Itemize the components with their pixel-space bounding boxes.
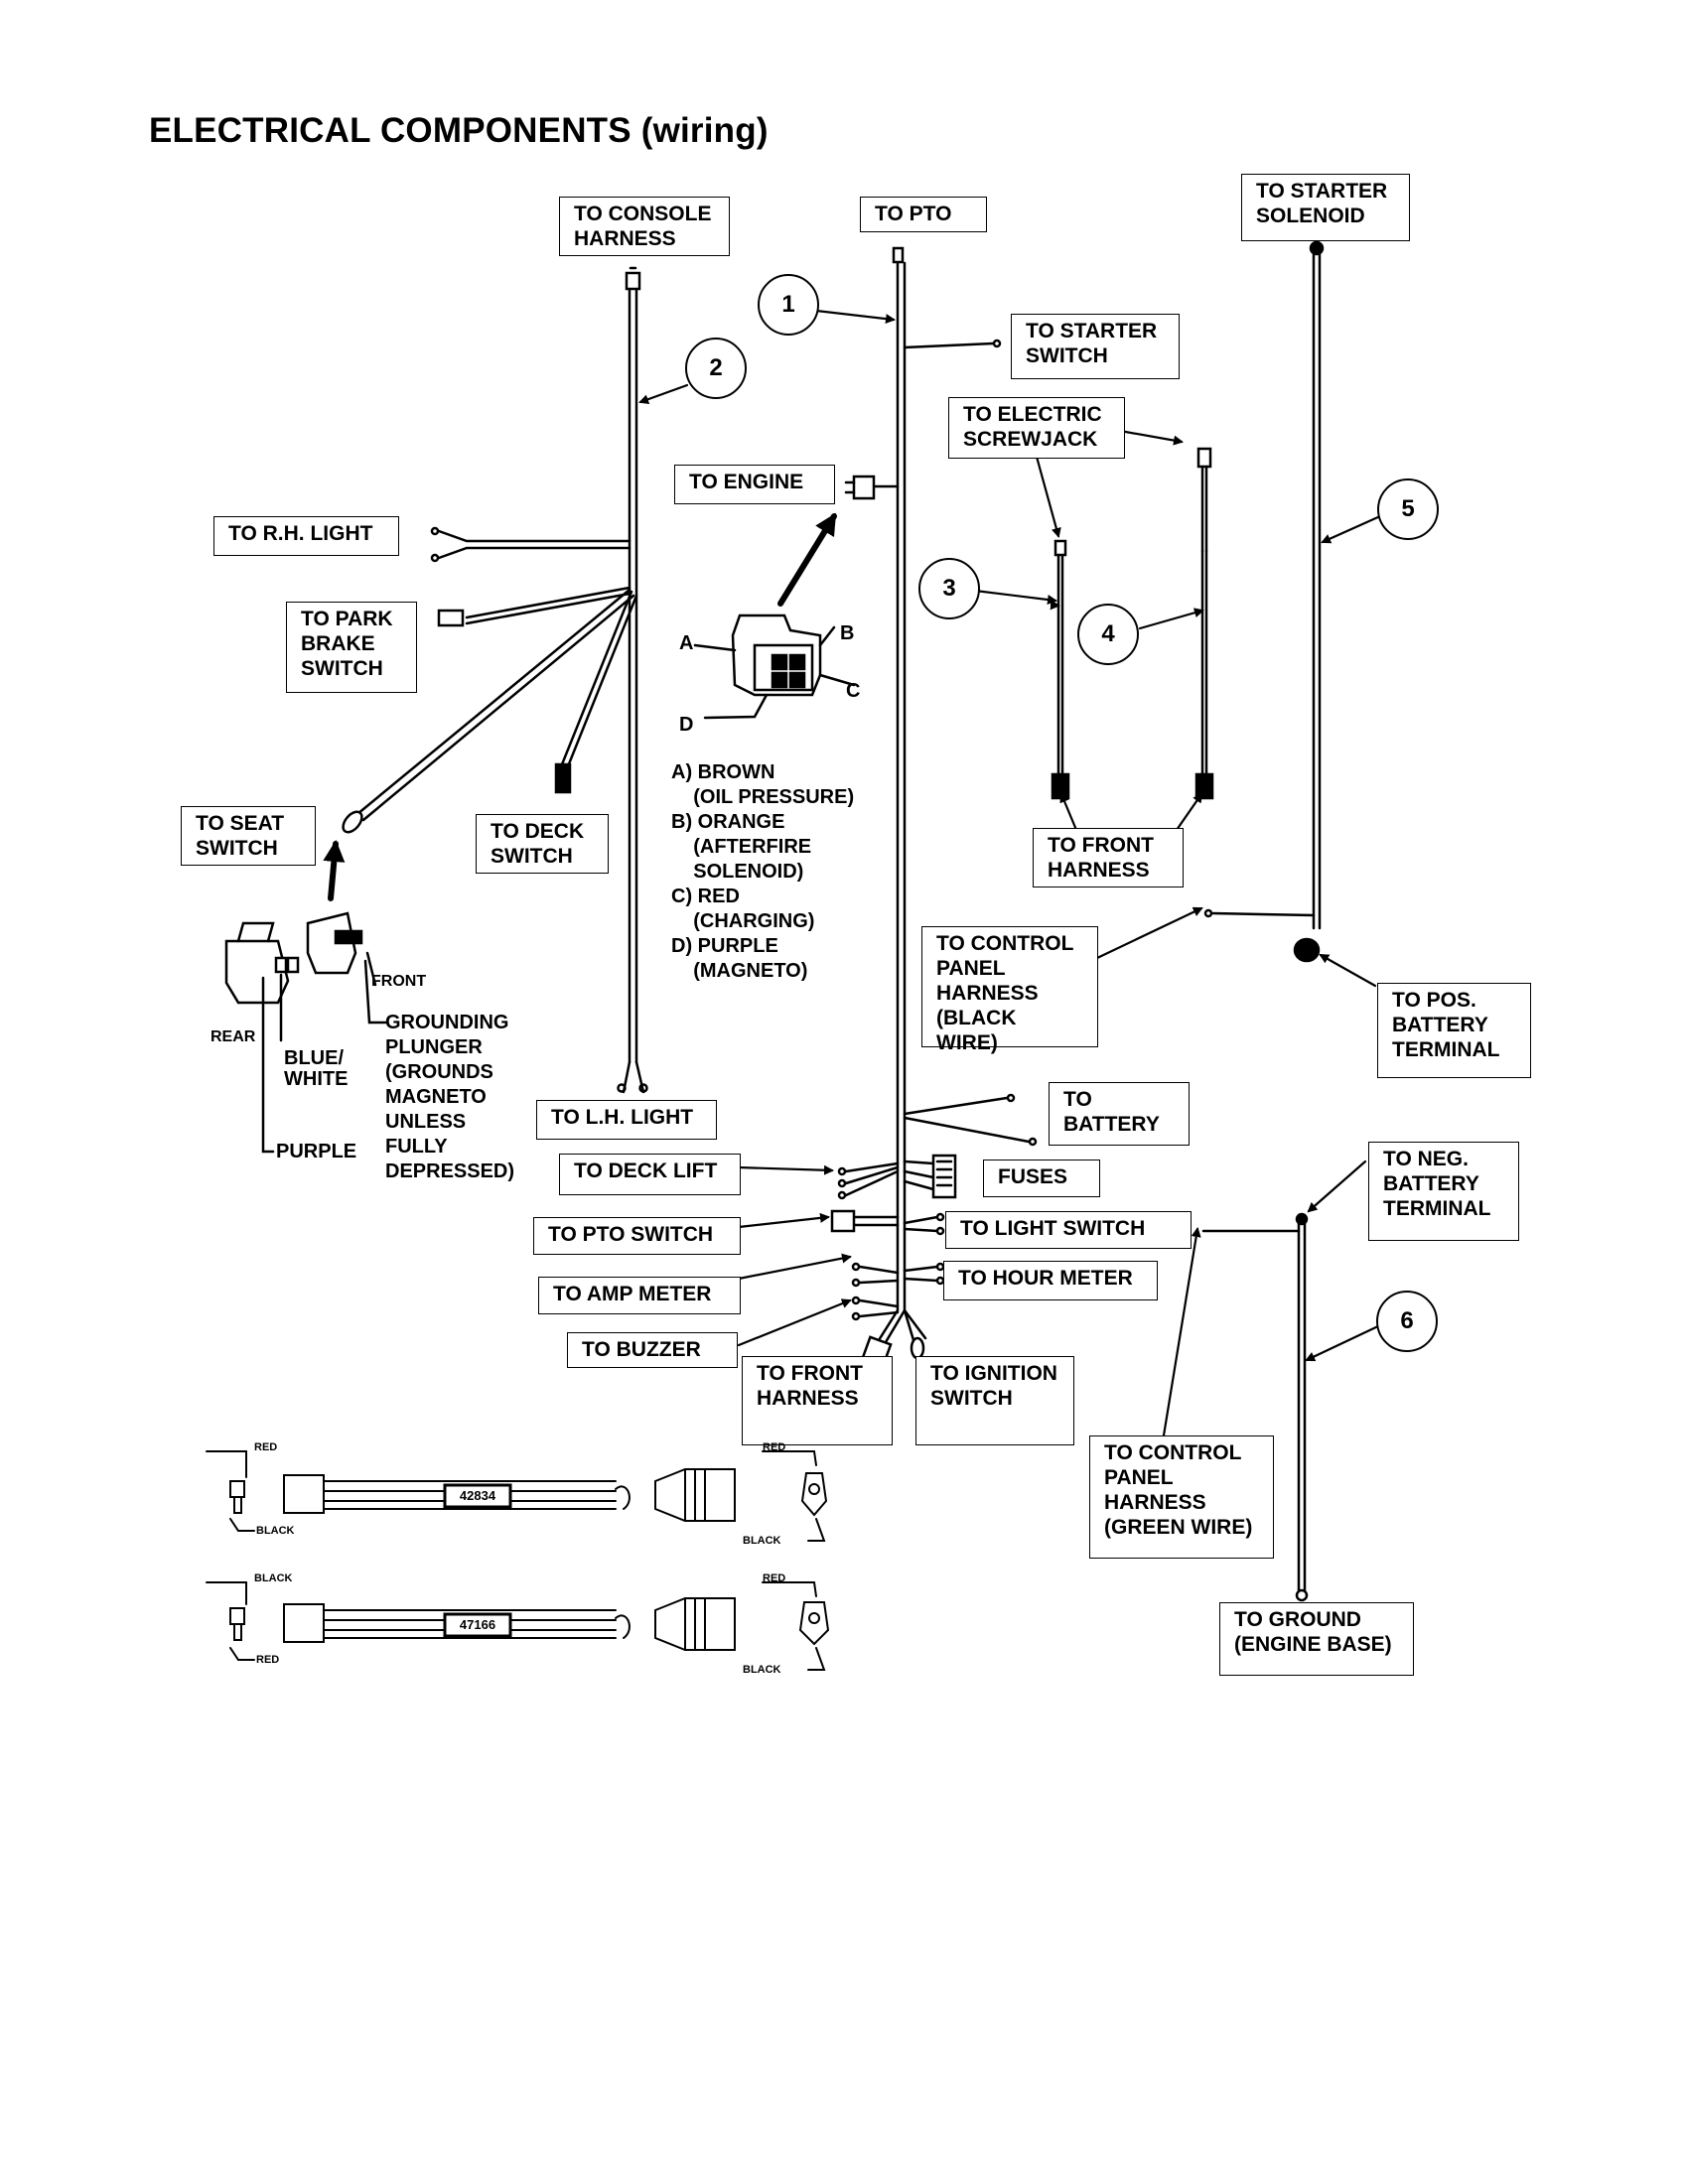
harness-wire-color: BLACK: [254, 1572, 293, 1584]
seat-switch-drawing: [224, 911, 387, 1154]
label-control-panel-green: TO CONTROL PANEL HARNESS (GREEN WIRE): [1089, 1435, 1274, 1559]
label-pos-battery: TO POS. BATTERY TERMINAL: [1377, 983, 1531, 1078]
label-pto: TO PTO: [860, 197, 987, 232]
label-hour-meter: TO HOUR METER: [943, 1261, 1158, 1300]
callout-5: 5: [1377, 478, 1439, 540]
harness-42834-drawing: [206, 1450, 828, 1542]
label-fuses: FUSES: [983, 1160, 1100, 1197]
wire-color-legend: A) BROWN (OIL PRESSURE) B) ORANGE (AFTER…: [671, 761, 855, 982]
harness-wire-color: RED: [763, 1441, 786, 1453]
label-starter-switch: TO STARTER SWITCH: [1011, 314, 1180, 379]
label-console-harness: TO CONSOLE HARNESS: [559, 197, 730, 256]
connector-letter-b: B: [840, 622, 855, 644]
connector-letter-d: D: [679, 714, 694, 736]
harness-wire-color: RED: [256, 1654, 280, 1666]
seat-note-front: FRONT: [371, 973, 427, 990]
harness-part-number: 42834: [459, 1488, 496, 1503]
seat-note-purple: PURPLE: [276, 1141, 357, 1162]
label-amp-meter: TO AMP METER: [538, 1277, 741, 1314]
harness-wire-color: BLACK: [743, 1535, 781, 1547]
harness-wire-color: RED: [254, 1441, 278, 1453]
label-battery: TO BATTERY: [1049, 1082, 1190, 1146]
label-seat-switch: TO SEAT SWITCH: [181, 806, 316, 866]
harness-47166-drawing: [206, 1581, 830, 1671]
seat-note-blue-white: BLUE/ WHITE: [284, 1047, 349, 1090]
page-title: ELECTRICAL COMPONENTS (wiring): [149, 111, 769, 150]
label-front-harness-top: TO FRONT HARNESS: [1033, 828, 1184, 887]
label-electric-screwjack: TO ELECTRIC SCREWJACK: [948, 397, 1125, 459]
callout-2: 2: [685, 338, 747, 399]
label-ignition-switch: TO IGNITION SWITCH: [915, 1356, 1074, 1445]
callout-3: 3: [918, 558, 980, 619]
harness-1: [830, 246, 1038, 1367]
seat-note-grounding-plunger: GROUNDING PLUNGER (GROUNDS MAGNETO UNLES…: [385, 1012, 515, 1182]
label-park-brake: TO PARK BRAKE SWITCH: [286, 602, 417, 693]
harness-4: [1194, 447, 1214, 800]
connector-letter-a: A: [679, 632, 694, 654]
pointer-arrows: [323, 309, 1382, 1437]
harness-wire-color: BLACK: [256, 1525, 295, 1537]
label-front-harness-bottom: TO FRONT HARNESS: [742, 1356, 893, 1445]
label-starter-solenoid: TO STARTER SOLENOID: [1241, 174, 1410, 241]
label-buzzer: TO BUZZER: [567, 1332, 738, 1368]
callout-4: 4: [1077, 604, 1139, 665]
label-lh-light: TO L.H. LIGHT: [536, 1100, 717, 1140]
label-pto-switch: TO PTO SWITCH: [533, 1217, 741, 1255]
label-ground: TO GROUND (ENGINE BASE): [1219, 1602, 1414, 1676]
seat-note-rear: REAR: [210, 1028, 256, 1045]
label-neg-battery: TO NEG. BATTERY TERMINAL: [1368, 1142, 1519, 1241]
harness-3: [1051, 539, 1070, 800]
cable-5: [1203, 240, 1325, 963]
label-control-panel-black: TO CONTROL PANEL HARNESS (BLACK WIRE): [921, 926, 1098, 1054]
callout-1: 1: [758, 274, 819, 336]
cable-6: [1201, 1212, 1309, 1602]
harness-wire-color: RED: [763, 1572, 786, 1584]
label-deck-lift: TO DECK LIFT: [559, 1154, 741, 1195]
label-deck-switch: TO DECK SWITCH: [476, 814, 609, 874]
harness-part-number: 47166: [459, 1617, 496, 1632]
callout-6: 6: [1376, 1291, 1438, 1352]
label-light-switch: TO LIGHT SWITCH: [945, 1211, 1192, 1249]
label-rh-light: TO R.H. LIGHT: [213, 516, 399, 556]
harness-2: [342, 266, 648, 1094]
label-engine: TO ENGINE: [674, 465, 835, 504]
engine-connector-drawing: [693, 614, 856, 720]
connector-letter-c: C: [846, 680, 861, 702]
harness-wire-color: BLACK: [743, 1664, 781, 1676]
